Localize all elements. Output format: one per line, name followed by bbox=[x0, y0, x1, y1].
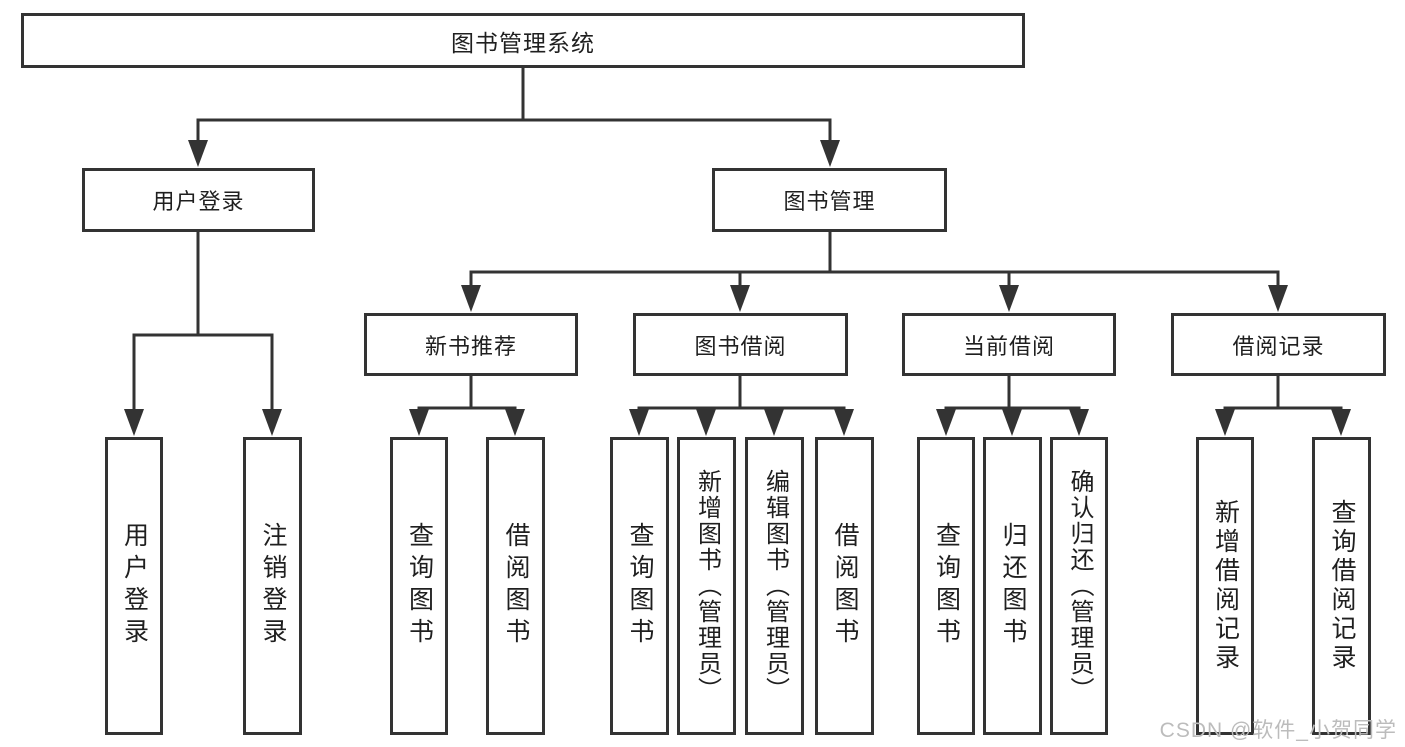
node-label: 用户登录 bbox=[152, 189, 245, 214]
node-user-login-module: 用户登录 bbox=[82, 168, 315, 232]
node-borrowing-records: 借阅记录 bbox=[1171, 313, 1386, 376]
arrowhead-icon bbox=[1069, 409, 1089, 436]
leaf-query-books-borrowing: 查询图书 bbox=[610, 437, 669, 735]
arrowhead-icon bbox=[262, 409, 282, 436]
arrowhead-icon bbox=[629, 409, 649, 436]
leaf-query-books-current: 查询图书 bbox=[917, 437, 975, 735]
leaf-add-borrow-record: 新增借阅记录 bbox=[1196, 437, 1254, 735]
node-root-label: 图书管理系统 bbox=[451, 29, 595, 56]
node-label: 图书借阅 bbox=[694, 333, 787, 359]
arrowhead-icon bbox=[409, 409, 429, 436]
leaf-borrow-books-recommend: 借阅图书 bbox=[486, 437, 545, 735]
arrowhead-icon bbox=[1002, 409, 1022, 436]
arrowhead-icon bbox=[834, 409, 854, 436]
arrowhead-icon bbox=[730, 285, 750, 312]
leaf-logout: 注销登录 bbox=[243, 437, 302, 735]
leaf-label: 借阅图书 bbox=[831, 522, 859, 650]
arrowhead-icon bbox=[696, 409, 716, 436]
node-book-borrowing: 图书借阅 bbox=[633, 313, 848, 376]
leaf-label: 新增图书（管理员） bbox=[693, 469, 721, 703]
leaf-label: 确认归还（管理员） bbox=[1066, 469, 1093, 703]
leaf-label: 注销登录 bbox=[259, 522, 287, 650]
node-label: 新书推荐 bbox=[424, 333, 517, 359]
arrowhead-icon bbox=[505, 409, 525, 436]
leaf-confirm-return-admin: 确认归还（管理员） bbox=[1050, 437, 1108, 735]
arrowhead-icon bbox=[1268, 285, 1288, 312]
arrowhead-icon bbox=[999, 285, 1019, 312]
leaf-label: 查询图书 bbox=[932, 522, 961, 650]
arrowhead-icon bbox=[124, 409, 144, 436]
leaf-label: 用户登录 bbox=[120, 522, 149, 650]
node-current-borrowing: 当前借阅 bbox=[902, 313, 1116, 376]
node-label: 借阅记录 bbox=[1232, 333, 1325, 359]
leaf-query-borrow-record: 查询借阅记录 bbox=[1312, 437, 1371, 735]
node-label: 图书管理 bbox=[783, 189, 876, 214]
arrowhead-icon bbox=[820, 140, 840, 167]
arrowhead-icon bbox=[764, 409, 784, 436]
leaf-label: 新增借阅记录 bbox=[1211, 499, 1240, 673]
leaf-edit-books-admin: 编辑图书（管理员） bbox=[745, 437, 804, 735]
leaf-label: 查询图书 bbox=[405, 522, 434, 650]
node-root-system: 图书管理系统 bbox=[21, 13, 1025, 68]
arrowhead-icon bbox=[188, 140, 208, 167]
leaf-user-login: 用户登录 bbox=[105, 437, 163, 735]
node-new-book-recommend: 新书推荐 bbox=[364, 313, 578, 376]
leaf-borrow-books: 借阅图书 bbox=[815, 437, 874, 735]
arrowhead-icon bbox=[461, 285, 481, 312]
arrowhead-icon bbox=[1331, 409, 1351, 436]
leaf-return-books: 归还图书 bbox=[983, 437, 1042, 735]
node-label: 当前借阅 bbox=[962, 333, 1055, 359]
leaf-label: 归还图书 bbox=[999, 522, 1027, 650]
leaf-add-books-admin: 新增图书（管理员） bbox=[677, 437, 736, 735]
leaf-label: 查询图书 bbox=[626, 522, 654, 650]
watermark: CSDN @软件_小贺同学 bbox=[1159, 719, 1397, 742]
leaf-label: 编辑图书（管理员） bbox=[761, 469, 789, 703]
arrowhead-icon bbox=[1215, 409, 1235, 436]
arrowhead-icon bbox=[936, 409, 956, 436]
node-book-management-module: 图书管理 bbox=[712, 168, 947, 232]
leaf-label: 查询借阅记录 bbox=[1328, 499, 1356, 673]
leaf-query-books-recommend: 查询图书 bbox=[390, 437, 448, 735]
leaf-label: 借阅图书 bbox=[502, 522, 530, 650]
